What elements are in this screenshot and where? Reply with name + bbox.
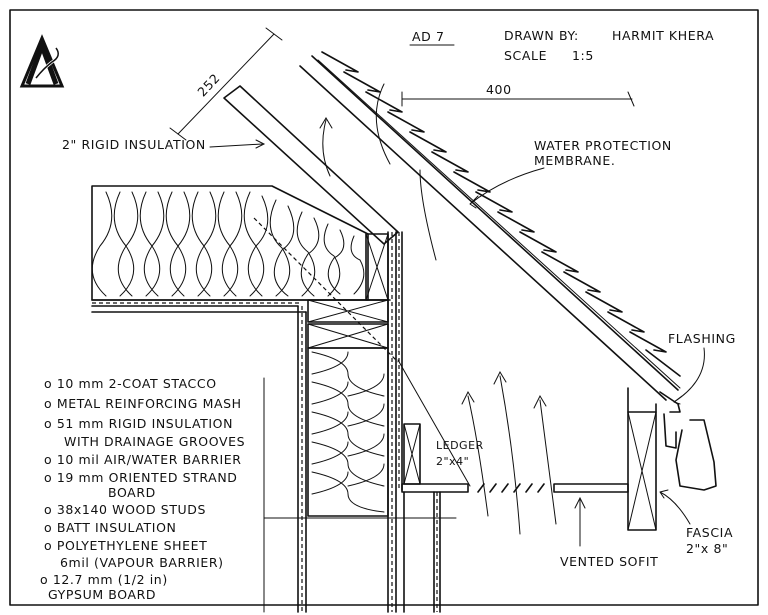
- assembly-item-9: o 12.7 mm (1/2 in): [40, 572, 168, 587]
- ceiling-batt-insulation: [91, 185, 369, 301]
- ledger-label-2: 2"x4": [436, 455, 469, 468]
- assembly-item-5: o 19 mm ORIENTED STRAND: [44, 470, 238, 485]
- section-cut-lines: [263, 377, 457, 613]
- roof-deck-line: [299, 65, 667, 401]
- flashing-edge: [659, 391, 681, 413]
- ledger-label-1: LEDGER: [436, 439, 484, 452]
- sheet-border: [9, 9, 759, 606]
- vent-baffle-line: [397, 359, 471, 487]
- slope-dimension-line: [177, 33, 275, 135]
- assembly-item-5b: BOARD: [108, 485, 156, 500]
- vented-soffit-label: VENTED SOFIT: [560, 554, 658, 569]
- assembly-item-6: o 38x140 WOOD STUDS: [44, 502, 206, 517]
- fascia-board: [627, 411, 657, 531]
- wall-assembly-list: o 10 mm 2-COAT STACCO o METAL REINFORCIN…: [40, 376, 245, 602]
- horizontal-dimension-value: 400: [486, 82, 512, 97]
- roof-insulation-dashed: [253, 217, 399, 363]
- assembly-item-7: o BATT INSULATION: [44, 520, 176, 535]
- slope-dimension-value: 252: [194, 70, 222, 99]
- assembly-item-2: o METAL REINFORCING MASH: [44, 396, 242, 411]
- author-name: HARMIT KHERA: [612, 28, 714, 43]
- assembly-item-9b: GYPSUM BOARD: [48, 587, 156, 602]
- assembly-item-3: o 51 mm RIGID INSULATION: [44, 416, 233, 431]
- assembly-item-3b: WITH DRAINAGE GROOVES: [64, 434, 245, 449]
- wall-gypsum-board: [297, 305, 307, 613]
- horizontal-dimension-tick-b: [627, 91, 635, 107]
- lower-wall-sheathing: [403, 491, 441, 613]
- exterior-wall-layers: [387, 231, 403, 613]
- roof-shingles: [317, 51, 681, 389]
- flashing-label: FLASHING: [668, 331, 736, 346]
- ds-logo-icon: [19, 34, 65, 88]
- wall-batt-insulation: [307, 347, 389, 517]
- assembly-item-4: o 10 mil AIR/WATER BARRIER: [44, 452, 242, 467]
- scale-value: 1:5: [572, 48, 594, 63]
- rigid-insulation-leader: [209, 139, 266, 149]
- soffit-board-left: [401, 483, 469, 493]
- slope-dimension-tick-a: [169, 127, 187, 141]
- water-membrane-label-1: WATER PROTECTION: [534, 138, 672, 153]
- fascia-label-1: FASCIA: [686, 525, 733, 540]
- airflow-arrows: [319, 83, 557, 535]
- roof-deck-line-2: [311, 55, 679, 391]
- slope-dimension-tick-b: [265, 27, 283, 41]
- soffit-board-right: [553, 483, 629, 493]
- fascia-leader: [659, 489, 691, 525]
- soffit-vent-hatch: [477, 483, 545, 493]
- assembly-item-8b: 6mil (VAPOUR BARRIER): [60, 555, 224, 570]
- flashing-leader: [673, 347, 705, 405]
- gutter: [663, 413, 717, 491]
- vented-soffit-leader: [574, 496, 586, 547]
- assembly-item-1: o 10 mm 2-COAT STACCO: [44, 376, 217, 391]
- sheet-number: AD 7: [412, 29, 445, 44]
- rigid-insulation-label: 2" RIGID INSULATION: [62, 137, 206, 152]
- scale-label: SCALE: [504, 48, 547, 63]
- drawn-by-label: DRAWN BY:: [504, 28, 579, 43]
- roof-rigid-insulation-board: [223, 85, 399, 245]
- water-membrane-leader: [469, 167, 545, 209]
- water-membrane-label-2: MEMBRANE.: [534, 153, 615, 168]
- fascia-label-2: 2"x 8": [686, 541, 728, 556]
- assembly-item-8: o POLYETHYLENE SHEET: [44, 538, 207, 553]
